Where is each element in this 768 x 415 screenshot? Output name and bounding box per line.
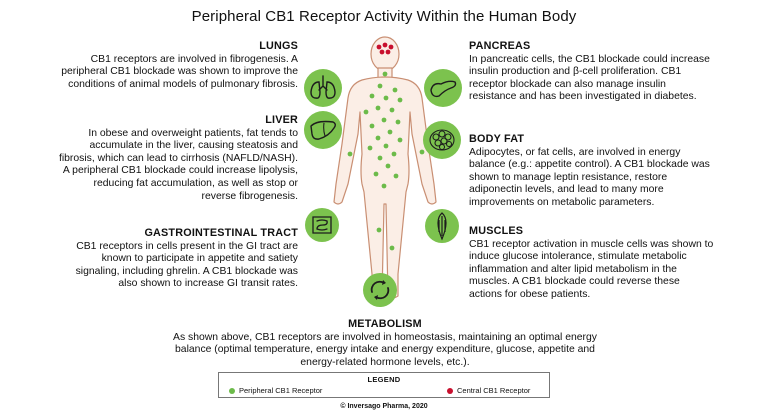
lungs-icon — [304, 69, 342, 107]
metabolism-icon — [363, 273, 397, 307]
legend-item-peripheral: Peripheral CB1 Receptor — [229, 386, 322, 395]
legend-label: Peripheral CB1 Receptor — [239, 386, 323, 395]
section-heading: LIVER — [265, 114, 298, 126]
section-body-fat: BODY FAT Adipocytes, or fat cells, are i… — [469, 133, 714, 210]
section-heading: METABOLISM — [348, 318, 422, 330]
legend-item-central: Central CB1 Receptor — [447, 386, 530, 395]
section-text: CB1 receptor activation in muscle cells … — [469, 238, 714, 300]
pancreas-icon — [424, 69, 462, 107]
brain-dots-icon — [376, 42, 394, 55]
section-heading: PANCREAS — [469, 40, 531, 52]
section-text: As shown above, CB1 receptors are involv… — [173, 331, 597, 368]
section-lungs: LUNGS CB1 receptors are involved in fibr… — [58, 40, 298, 91]
intestine-icon — [305, 208, 339, 242]
diagram-title: Peripheral CB1 Receptor Activity Within … — [191, 8, 577, 25]
legend-title: LEGEND — [367, 375, 401, 384]
liver-icon — [304, 111, 342, 149]
section-heading: GASTROINTESTINAL TRACT — [144, 227, 298, 239]
section-text: In pancreatic cells, the CB1 blockade co… — [469, 53, 710, 103]
section-text: Adipocytes, or fat cells, are involved i… — [469, 146, 710, 208]
fat-cells-icon — [423, 121, 461, 159]
copyright: © Inversago Pharma, 2020 — [340, 403, 428, 410]
muscle-icon — [425, 209, 459, 243]
section-metabolism: METABOLISM As shown above, CB1 receptors… — [160, 318, 610, 369]
section-heading: MUSCLES — [469, 225, 524, 237]
legend-label: Central CB1 Receptor — [457, 386, 531, 395]
central-dot-icon — [447, 387, 453, 394]
section-heading: LUNGS — [259, 40, 298, 52]
section-muscles: MUSCLES CB1 receptor activation in muscl… — [469, 225, 714, 302]
section-heading: BODY FAT — [469, 133, 525, 145]
section-text: CB1 receptors are involved in fibrogenes… — [61, 53, 298, 90]
section-text: In obese and overweight patients, fat te… — [58, 127, 298, 202]
section-liver: LIVER In obese and overweight patients, … — [58, 114, 298, 203]
peripheral-dot-icon — [229, 387, 235, 394]
human-body-figure — [333, 36, 437, 299]
legend: LEGEND Peripheral CB1 Receptor Central C… — [218, 372, 550, 398]
section-gi: GASTROINTESTINAL TRACT CB1 receptors in … — [58, 227, 298, 291]
peripheral-receptor-dots — [347, 71, 425, 251]
section-pancreas: PANCREAS In pancreatic cells, the CB1 bl… — [469, 40, 714, 104]
section-text: CB1 receptors in cells present in the GI… — [75, 240, 298, 290]
